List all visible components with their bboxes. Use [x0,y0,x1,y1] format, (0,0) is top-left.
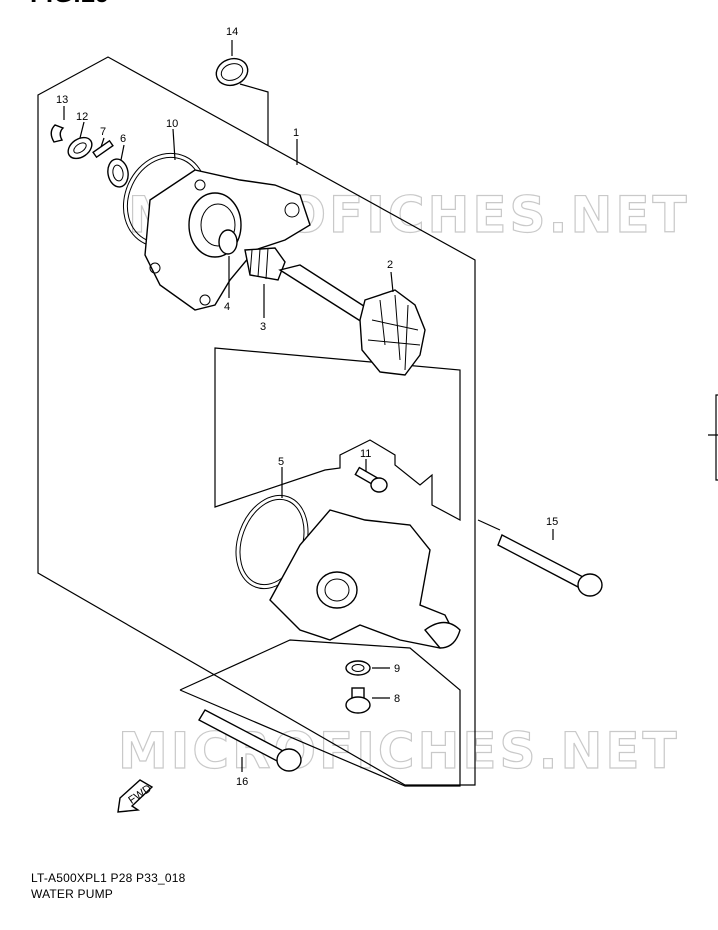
part-2-impeller [278,264,426,376]
part-13-clip [50,124,65,143]
casing-outline [214,347,461,522]
callout-8: 8 [394,693,400,705]
callout-12: 12 [76,111,88,123]
assembly-outline [37,56,476,786]
callout-6: 6 [120,133,126,145]
watermark-bottom: MICROFICHES.NET [118,722,680,780]
callout-3: 3 [260,321,266,333]
part-15-bolt [497,534,603,597]
callout-14: 14 [226,26,238,38]
caption-code: LT-A500XPL1 P28 P33_018 [31,871,186,885]
caption-title: WATER PUMP [31,887,113,901]
callout-13: 13 [56,94,68,106]
callout-numbers: 1 2 3 4 5 6 7 8 9 10 11 12 13 14 15 16 [56,26,558,788]
callout-4: 4 [224,301,230,313]
part-6-washer [107,158,129,188]
part-7-pin [92,139,114,159]
pump-cover [269,509,461,649]
leader-14 [239,83,269,145]
fwd-arrow-icon: FWD [117,779,154,813]
callout-9: 9 [394,663,400,675]
part-12-seal [67,136,93,160]
callout-5: 5 [278,456,284,468]
page-edge-mark [708,394,718,481]
figure-title: FIG.19 [30,0,109,9]
part-16-bolt [198,709,302,772]
callout-16: 16 [236,776,248,788]
leader-lines [63,40,554,772]
callout-10: 10 [166,118,178,130]
callout-15: 15 [546,516,558,528]
lower-bolt-frame [179,639,461,787]
leader-15-axis [477,519,501,531]
part-4-seal [218,229,238,255]
callout-11: 11 [360,448,371,460]
part-9-washer [345,660,371,676]
part-14-o-ring [215,57,249,87]
callout-2: 2 [387,259,393,271]
part-3-mechanical-seal [244,247,286,281]
callout-7: 7 [100,126,106,138]
part-8-drain-bolt [345,687,371,714]
part-11-screw [354,466,388,493]
callout-1: 1 [293,127,299,139]
